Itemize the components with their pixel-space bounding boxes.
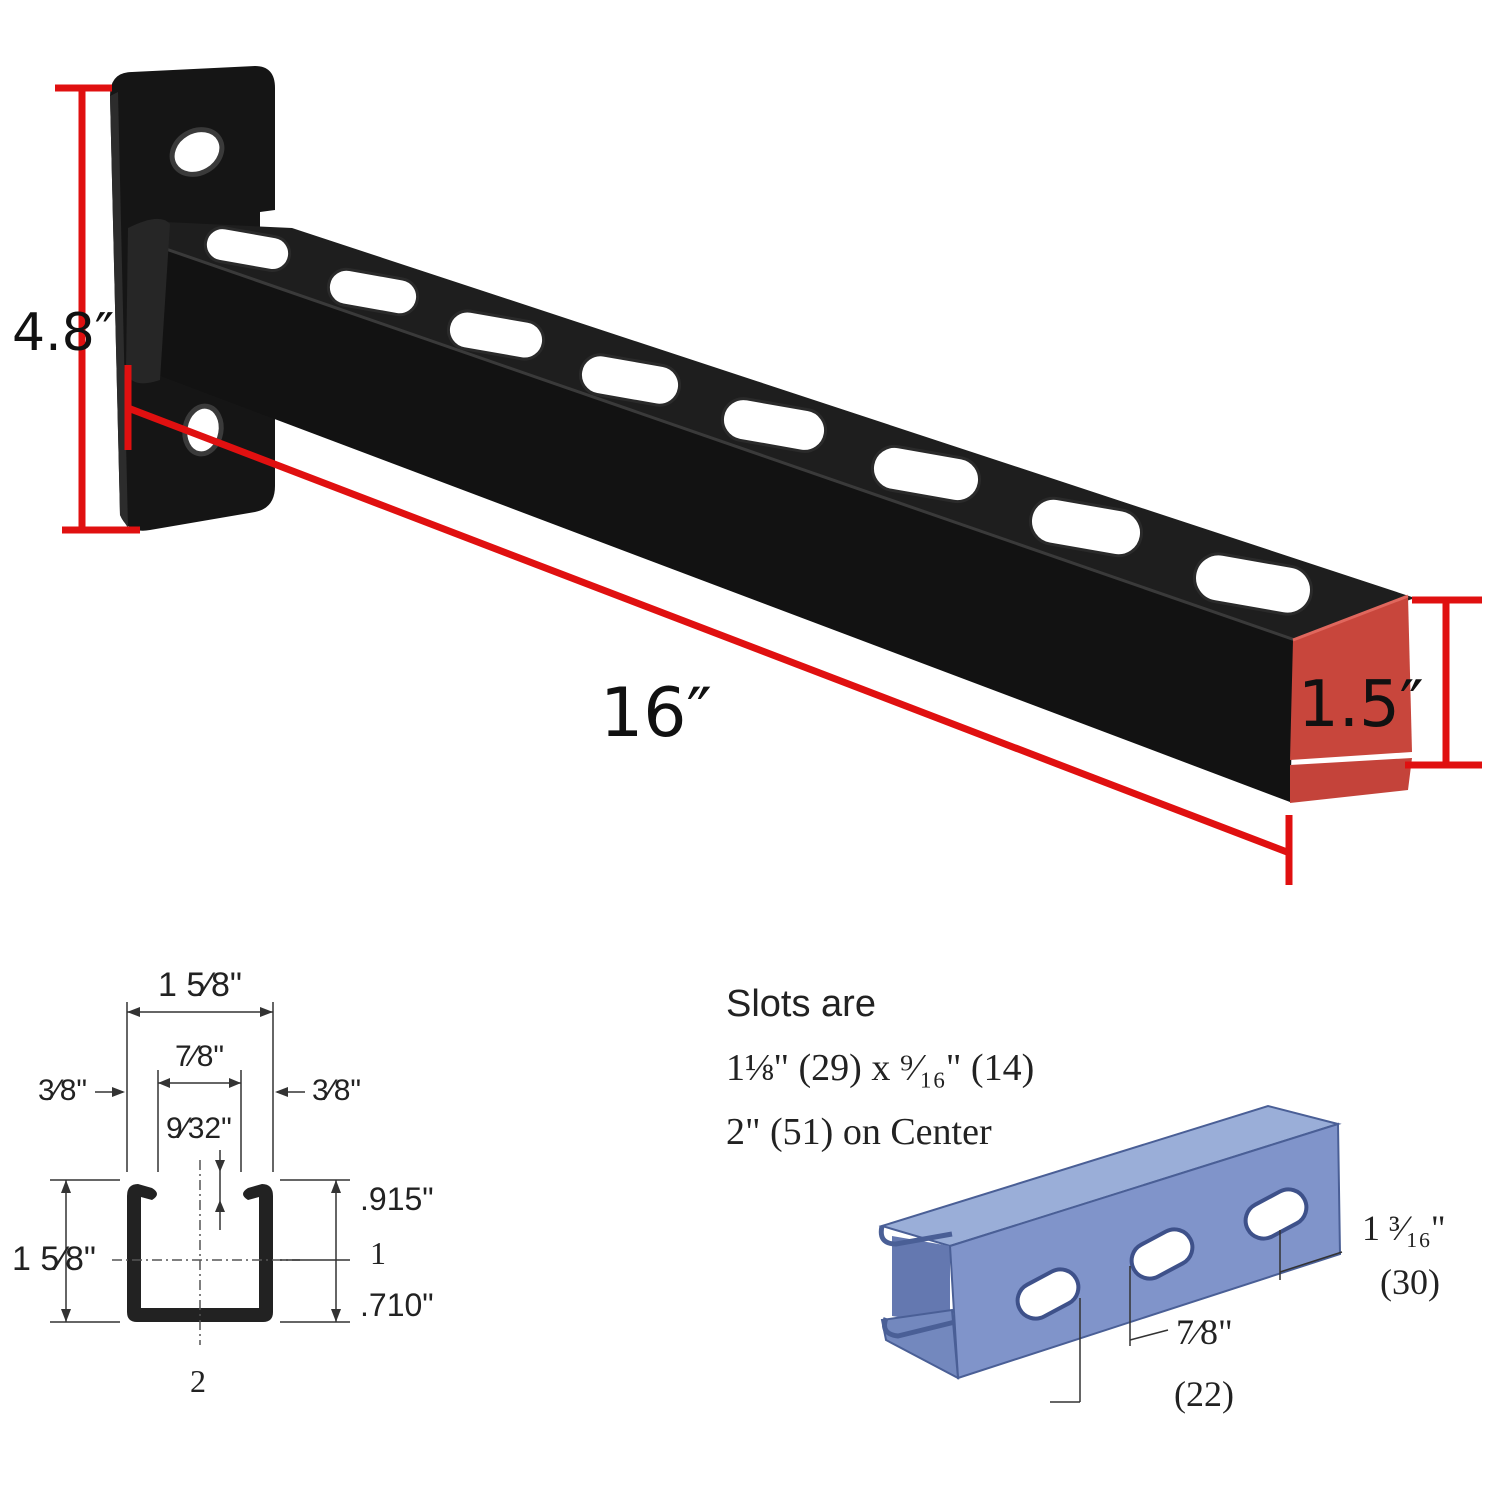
slot xyxy=(1243,1187,1309,1241)
arrowhead xyxy=(331,1309,341,1322)
end-cap-lower xyxy=(1290,758,1412,803)
end-cap xyxy=(1290,596,1412,760)
mounting-hole-top xyxy=(169,127,225,177)
length-label: 16″ xyxy=(600,674,712,753)
wall-plate-side xyxy=(110,92,128,528)
slot-edge-label: 7⁄8" xyxy=(1176,1312,1233,1352)
lower-height-label: .710" xyxy=(360,1287,434,1323)
slots-note: Slots are 1⅛" (29) x ⁹⁄₁₆" (14) 2" (51) … xyxy=(726,983,1034,1153)
channel-bottom-flange xyxy=(880,1308,960,1380)
slot xyxy=(203,226,292,273)
beam-side-face xyxy=(140,240,1295,802)
section-diagram: 1 5⁄8" 7⁄8" 3⁄8" 3⁄8" 9⁄32" 1 5⁄8" .915"… xyxy=(12,966,434,1399)
channel-lip-top xyxy=(878,1225,953,1247)
slot xyxy=(1129,1227,1195,1281)
arrowhead xyxy=(229,1078,241,1088)
bracket-illustration xyxy=(110,66,1415,803)
slots-note-line3: 2" (51) on Center xyxy=(726,1111,992,1153)
lip-left-label: 3⁄8" xyxy=(38,1074,87,1107)
arrowhead xyxy=(275,1087,288,1097)
upper-height-label: .915" xyxy=(360,1181,434,1217)
slot-width-label: 1 ³⁄₁₆" xyxy=(1362,1208,1446,1248)
arrowhead xyxy=(331,1180,341,1193)
length-dimension-line xyxy=(126,404,1289,856)
slot xyxy=(326,267,420,317)
slot xyxy=(1193,552,1313,616)
arrowhead xyxy=(112,1087,125,1097)
profile-label: 1.5″ xyxy=(1298,668,1424,742)
bottom-label: 2 xyxy=(190,1363,206,1399)
arrowhead xyxy=(215,1200,225,1212)
beam-slots xyxy=(203,226,1313,616)
inner-opening-label: 7⁄8" xyxy=(175,1040,224,1073)
dim-line xyxy=(1129,1329,1169,1341)
slot xyxy=(1029,496,1143,558)
beam-top-edge xyxy=(139,238,1296,642)
lip-gap-label: 9⁄32" xyxy=(166,1112,232,1145)
weld-bead xyxy=(126,218,170,384)
height-label: 4.8″ xyxy=(12,303,114,363)
channel-inner-back xyxy=(892,1236,950,1326)
channel-profile xyxy=(127,1184,273,1322)
mid-label: 1 xyxy=(370,1235,386,1271)
arrowhead xyxy=(61,1180,71,1193)
channel-slots xyxy=(1015,1187,1309,1321)
channel-illustration: 1 ³⁄₁₆" (30) 7⁄8" (22) xyxy=(878,1104,1446,1414)
slot xyxy=(870,444,982,504)
dim-line xyxy=(1279,1251,1343,1273)
overall-width-label: 1 5⁄8" xyxy=(158,966,242,1004)
arrowhead xyxy=(158,1078,170,1088)
lip-right-label: 3⁄8" xyxy=(312,1074,361,1107)
height-label-section: 1 5⁄8" xyxy=(12,1240,96,1278)
slot xyxy=(1015,1267,1081,1321)
end-cap-edge xyxy=(1292,594,1409,642)
arrowhead xyxy=(260,1007,273,1017)
slots-note-line2: 1⅛" (29) x ⁹⁄₁₆" (14) xyxy=(726,1047,1034,1089)
slot xyxy=(578,353,682,407)
arrowhead xyxy=(215,1160,225,1172)
arrowhead xyxy=(127,1007,140,1017)
slot-edge-mm-label: (22) xyxy=(1174,1374,1234,1414)
slot xyxy=(720,397,828,453)
dimension-lines xyxy=(55,84,1482,885)
slot-width-mm-label: (30) xyxy=(1380,1262,1440,1302)
channel-lip-bottom xyxy=(882,1317,956,1339)
slot xyxy=(446,309,546,361)
slots-note-line1: Slots are xyxy=(726,983,876,1025)
arrowhead xyxy=(61,1309,71,1322)
